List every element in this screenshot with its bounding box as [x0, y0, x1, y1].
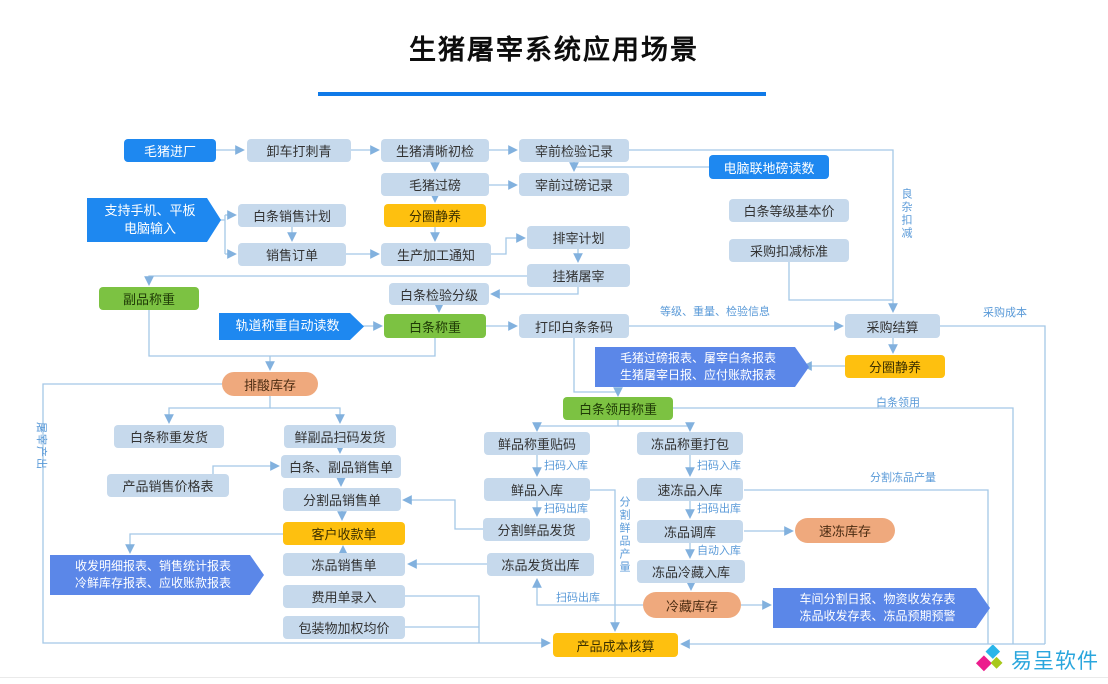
node-cut-sales: 分割品销售单 — [283, 488, 401, 511]
edge-label-auto-in: 自动入库 — [697, 545, 741, 557]
callout-workshop-reports-line2: 冻品收发存表、冻品预期预警 — [799, 609, 956, 623]
callout-slaughter-reports-line2: 生猪屠宰日报、应付账款报表 — [619, 368, 776, 382]
node-carcass-grade-price: 白条等级基本价 — [729, 199, 849, 222]
node-slaughter-plan: 排宰计划 — [527, 226, 630, 249]
node-computer-scale: 电脑联地磅读数 — [709, 155, 829, 179]
node-pre-inspect-record: 宰前检验记录 — [519, 139, 629, 162]
callout-slaughter-reports-line1: 毛猪过磅报表、屠宰白条报表 — [619, 351, 776, 366]
node-frozen-transfer: 冻品调库 — [637, 520, 743, 543]
logo: 易呈软件 — [975, 645, 1099, 675]
node-packaging-avg: 包装物加权均价 — [283, 616, 405, 639]
node-pig-entry: 毛猪进厂 — [124, 139, 216, 162]
node-fresh-in: 鲜品入库 — [484, 478, 590, 501]
node-unload-tattoo: 卸车打刺青 — [247, 139, 351, 162]
node-carcass-sales-plan: 白条销售计划 — [238, 204, 346, 227]
node-quickfrozen-storage: 速冻库存 — [795, 518, 895, 543]
node-frozen-pack: 冻品称重打包 — [637, 432, 743, 455]
page-title: 生猪屠宰系统应用场景 — [409, 35, 699, 65]
edge-label-fresh-cut-output: 分割鲜品产量 — [618, 496, 630, 574]
node-carcass-byproduct-sales: 白条、副品销售单 — [281, 455, 401, 478]
node-cold-storage: 冷藏库存 — [643, 592, 741, 618]
node-price-table: 产品销售价格表 — [107, 474, 229, 497]
callout-sales-reports-line1: 收发明细报表、销售统计报表 — [74, 559, 231, 574]
node-pre-weigh-record: 宰前过磅记录 — [519, 173, 629, 196]
node-pen-rest-2: 分圈静养 — [845, 355, 945, 378]
node-product-cost: 产品成本核算 — [553, 633, 678, 657]
node-production-notice: 生产加工通知 — [381, 243, 491, 266]
edge-label-grade-weight-info: 等级、重量、检验信息 — [660, 306, 770, 318]
edge-label-carcass-requisition: 白条领用 — [876, 397, 920, 409]
node-carcass-weigh: 白条称重 — [384, 314, 486, 338]
callout-sales-reports-line2: 冷鲜库存报表、应收账款报表 — [74, 576, 231, 590]
node-fresh-byproduct-ship: 鲜副品扫码发货 — [284, 425, 396, 448]
edge-label-scan-in-frozen: 扫码入库 — [697, 460, 741, 472]
node-carcass-inspect-grade: 白条检验分级 — [389, 283, 489, 305]
node-purchase-settle: 采购结算 — [845, 314, 940, 338]
callout-mobile-input-line2: 电脑输入 — [123, 221, 176, 236]
callout-workshop-reports: 车间分割日报、物资收发存表 冻品收发存表、冻品预期预警 — [773, 588, 990, 628]
node-byproduct-weigh: 副品称重 — [99, 287, 199, 310]
node-fresh-cut-ship: 分割鲜品发货 — [483, 518, 590, 541]
bottom-divider — [0, 677, 1108, 678]
edge-label-purchase-cost: 采购成本 — [983, 307, 1027, 319]
node-purchase-deduction: 采购扣减标准 — [729, 239, 849, 262]
edge-label-scan-out-frozen: 扫码出库 — [697, 503, 741, 515]
node-fresh-label: 鲜品称重贴码 — [484, 432, 590, 455]
node-print-barcode: 打印白条条码 — [519, 314, 629, 338]
node-customer-receipt: 客户收款单 — [283, 522, 405, 545]
node-pen-rest-1: 分圈静养 — [384, 204, 486, 227]
node-hang-slaughter: 挂猪屠宰 — [527, 264, 630, 287]
logo-diamond-icon — [975, 645, 1003, 672]
node-acid-storage: 排酸库存 — [222, 372, 318, 396]
node-frozen-ship-out: 冻品发货出库 — [487, 553, 594, 576]
node-frozen-sales: 冻品销售单 — [283, 553, 405, 576]
node-frozen-cold-in: 冻品冷藏入库 — [637, 560, 745, 583]
node-expense-entry: 费用单录入 — [283, 585, 405, 608]
callout-slaughter-reports: 毛猪过磅报表、屠宰白条报表 生猪屠宰日报、应付账款报表 — [595, 347, 809, 387]
edge-label-scan-out-cold: 扫码出库 — [556, 592, 600, 604]
callout-mobile-input: 支持手机、平板 电脑输入 — [87, 198, 221, 242]
node-sales-order: 销售订单 — [238, 243, 346, 266]
edge-label-scan-out-fresh: 扫码出库 — [544, 503, 588, 515]
edge-label-scan-in-fresh: 扫码入库 — [544, 460, 588, 472]
node-requisition-weigh: 白条领用称重 — [563, 397, 673, 420]
edge-label-good-bad-deduction: 良杂扣减 — [900, 188, 912, 240]
callout-workshop-reports-line1: 车间分割日报、物资收发存表 — [799, 592, 956, 607]
callout-sales-reports: 收发明细报表、销售统计报表 冷鲜库存报表、应收账款报表 — [50, 555, 264, 595]
logo-text: 易呈软件 — [1011, 650, 1099, 673]
title-underline — [318, 92, 766, 96]
callout-mobile-input-line1: 支持手机、平板 — [104, 202, 196, 218]
edge-label-frozen-cut-output: 分割冻品产量 — [870, 472, 936, 484]
node-pig-wash-inspect: 生猪清晰初检 — [381, 139, 489, 162]
node-carcass-ship: 白条称重发货 — [114, 425, 224, 448]
node-quickfrozen-in: 速冻品入库 — [637, 478, 743, 501]
edge-label-slaughter-output: 屠宰产出 — [35, 422, 47, 470]
node-pig-weigh: 毛猪过磅 — [381, 173, 489, 196]
callout-rail-weigh: 轨道称重自动读数 — [219, 313, 364, 340]
